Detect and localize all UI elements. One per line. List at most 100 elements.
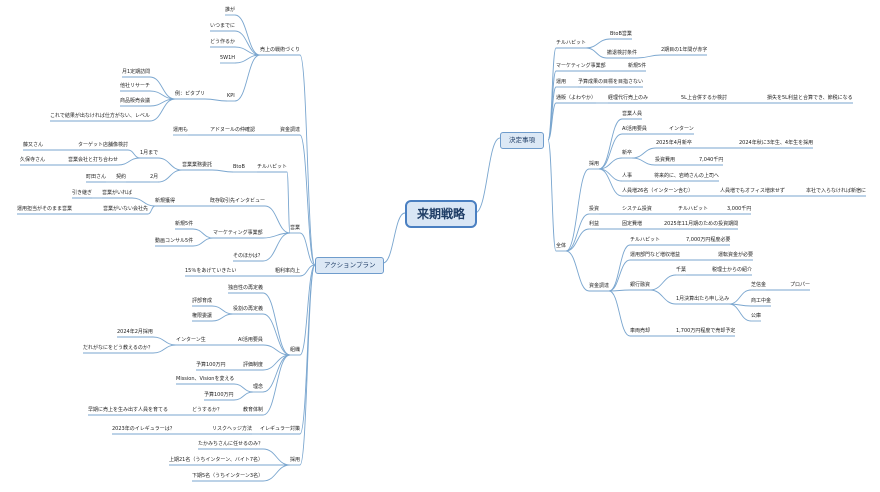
node-left-branch-children-4-children-4-children-1[interactable]: 予算100万円	[204, 392, 234, 398]
node-right-branch-children-4-children-0-children-4-children-0[interactable]: 人員増でもオフィス増床せず	[720, 188, 785, 194]
node-right-branch-children-4-children-3-children-2-children-1[interactable]: 1月決算出たら申し込み	[676, 296, 730, 302]
node-left-branch-children-0-children-0[interactable]: 誰が	[225, 7, 236, 13]
branch-decisions[interactable]: 決定事項	[500, 132, 544, 149]
branch-action-plan[interactable]: アクションプラン	[315, 257, 385, 274]
node-left-branch-children-2-children-1[interactable]: 既存取引先インタビュー	[210, 198, 266, 204]
node-right-branch-children-0-children-1[interactable]: 撤退検討条件	[607, 50, 638, 56]
node-left-branch-children-2-children-0[interactable]: チルハピット	[257, 164, 288, 170]
node-left-branch-children-0-children-4-children-0[interactable]: 例：ピタプリ	[175, 91, 206, 97]
node-right-branch-children-4-children-3-children-2-children-1-children-2[interactable]: 公庫	[751, 313, 762, 319]
node-right-branch-children-0[interactable]: チルハピット	[556, 40, 587, 46]
node-right-branch-children-3[interactable]: 通販（よわやか）	[556, 95, 597, 101]
node-left-branch-children-0-children-4[interactable]: KPI	[227, 93, 235, 99]
root-node-title[interactable]: 来期戦略	[405, 200, 478, 228]
node-left-branch-children-4-children-0[interactable]: 独自性の再定義	[228, 285, 264, 291]
node-right-branch-children-4-children-3-children-2-children-0[interactable]: 千葉	[676, 267, 687, 273]
node-left-branch-children-2-children-1-children-0-children-0-children-0[interactable]: 引き継ぎ	[72, 190, 93, 196]
node-left-branch-children-2-children-2[interactable]: マーケティング事業部	[213, 230, 263, 236]
node-right-branch-children-4-children-3[interactable]: 資金調達	[589, 283, 610, 289]
node-left-branch-children-4-children-1[interactable]: 役割の再定義	[233, 306, 264, 312]
node-right-branch-children-4-children-2-children-0-children-0[interactable]: 2025年11月期のための投資期間	[664, 221, 739, 227]
node-left-branch-children-4-children-5-children-0-children-0[interactable]: 早期に売上を生み出す人員を育てる	[88, 407, 169, 413]
node-left-branch-children-2-children-0-children-0-children-0[interactable]: 営業業務委託	[182, 162, 213, 168]
node-left-branch-children-0-children-3[interactable]: 5W1H	[220, 55, 236, 61]
node-left-branch-children-1-children-0-children-0[interactable]: 運用も	[173, 127, 189, 133]
node-right-branch-children-4-children-0-children-2-children-1[interactable]: 投資費用	[655, 157, 676, 163]
node-left-branch-children-3-children-0[interactable]: 15％をあげていきたい	[185, 268, 237, 274]
node-right-branch-children-4-children-0-children-3-children-0[interactable]: 将来的に、岩崎さんの上司へ	[654, 173, 719, 179]
node-left-branch-children-2-children-0-children-0-children-0-children-0-children-0-children-0[interactable]: 藤又さん	[23, 142, 44, 148]
node-right-branch-children-4-children-0-children-2-children-1-children-0[interactable]: 7,040千円	[699, 157, 724, 163]
node-left-branch-children-0-children-4-children-0-children-2[interactable]: 商品販売会議	[120, 98, 151, 104]
node-right-branch-children-4[interactable]: 全体	[556, 243, 567, 249]
node-left-branch-children-6-children-1[interactable]: 上期21名（うちインターン、バイト7名）	[169, 457, 263, 463]
node-left-branch-children-2-children-0-children-0[interactable]: BtoB	[233, 164, 245, 170]
node-right-branch-children-4-children-3-children-3[interactable]: 車両売却	[630, 328, 651, 334]
node-left-branch-children-4-children-2-children-0-children-0[interactable]: 2024年2月採用	[117, 329, 153, 335]
node-left-branch-children-2[interactable]: 営業	[290, 225, 301, 231]
node-left-branch-children-2-children-0-children-0-children-0-children-1-children-0[interactable]: 契約	[116, 174, 127, 180]
node-right-branch-children-4-children-1[interactable]: 投資	[589, 206, 600, 212]
node-left-branch-children-2-children-0-children-0-children-0-children-0-children-0[interactable]: ターゲット店舗像検討	[78, 142, 129, 148]
node-right-branch-children-4-children-3-children-1[interactable]: 運用部門など増収増益	[630, 252, 681, 258]
node-left-branch-children-4-children-3[interactable]: 評価制度	[243, 362, 264, 368]
node-left-branch-children-2-children-0-children-0-children-0-children-1[interactable]: 2月	[150, 174, 159, 180]
node-right-branch-children-1[interactable]: マーケティング事業部	[556, 63, 606, 69]
node-right-branch-children-4-children-0-children-1[interactable]: AI活用要員	[622, 126, 647, 132]
node-right-branch-children-4-children-3-children-2-children-0-children-0[interactable]: 税理士からの紹介	[712, 267, 753, 273]
node-left-branch-children-2-children-2-children-1[interactable]: 動画コンサル5件	[155, 238, 194, 244]
node-left-branch-children-2-children-1-children-0-children-0[interactable]: 営業がいれば	[102, 190, 133, 196]
node-right-branch-children-4-children-3-children-0[interactable]: チルハピット	[630, 237, 661, 243]
node-right-branch-children-3-children-0-children-0-children-0[interactable]: 損失を5L利益と合算でき、節税になる	[767, 95, 853, 101]
node-left-branch-children-6-children-0[interactable]: たかみちさんに任せるのみ？	[198, 441, 264, 447]
node-left-branch-children-4-children-4[interactable]: 理念	[253, 384, 264, 390]
node-right-branch-children-4-children-3-children-2-children-1-children-0-children-0[interactable]: プロパー	[790, 282, 811, 288]
node-left-branch-children-4-children-1-children-1[interactable]: 権限委譲	[192, 313, 213, 319]
node-right-branch-children-2[interactable]: 運用	[556, 79, 567, 85]
node-right-branch-children-4-children-3-children-1-children-0[interactable]: 運転資金が必要	[718, 252, 754, 258]
node-left-branch-children-0-children-1[interactable]: いつまでに	[210, 23, 236, 29]
node-left-branch-children-3[interactable]: 粗利率向上	[275, 268, 301, 274]
node-left-branch-children-0-children-2[interactable]: どう作るか	[210, 39, 236, 45]
node-left-branch-children-2-children-0-children-0-children-0-children-1-children-0-children-0[interactable]: 町田さん	[86, 174, 107, 180]
node-left-branch-children-4[interactable]: 組織	[290, 347, 301, 353]
node-left-branch-children-4-children-2-children-0-children-1[interactable]: だれがなにをどう教えるのか？	[83, 345, 153, 351]
node-left-branch-children-6[interactable]: 採用	[290, 457, 301, 463]
node-left-branch-children-0-children-4-children-0-children-0[interactable]: 月1定期訪問	[122, 69, 151, 75]
node-right-branch-children-4-children-0[interactable]: 採用	[589, 161, 600, 167]
node-right-branch-children-4-children-3-children-2[interactable]: 銀行融資	[630, 282, 651, 288]
node-right-branch-children-0-children-1-children-0[interactable]: 2期目の1年間が赤字	[661, 47, 708, 53]
node-right-branch-children-0-children-0[interactable]: BtoB営業	[610, 31, 632, 37]
node-right-branch-children-3-children-0-children-0[interactable]: 5L上合併するか検討	[681, 95, 727, 101]
node-right-branch-children-4-children-0-children-2-children-0[interactable]: 2025年4月新卒	[656, 140, 692, 146]
node-right-branch-children-4-children-2[interactable]: 利益	[589, 221, 600, 227]
node-right-branch-children-4-children-0-children-2-children-0-children-0[interactable]: 2024年秋に3年生、4年生を採用	[739, 140, 814, 146]
node-left-branch-children-2-children-1-children-0-children-1[interactable]: 営業がいない会社先	[103, 206, 149, 212]
node-right-branch-children-4-children-0-children-2[interactable]: 新卒	[622, 150, 633, 156]
node-left-branch-children-2-children-0-children-0-children-0-children-0-children-1[interactable]: 営業会社と打ち合わせ	[68, 157, 119, 163]
node-right-branch-children-4-children-3-children-0-children-0[interactable]: 7,000万円程度必要	[686, 237, 731, 243]
node-right-branch-children-4-children-1-children-0-children-0-children-0[interactable]: 3,000千円	[727, 206, 752, 212]
node-left-branch-children-4-children-5-children-0[interactable]: どうするか？	[192, 407, 223, 413]
node-left-branch-children-4-children-5[interactable]: 教育体制	[243, 407, 264, 413]
node-right-branch-children-4-children-0-children-3[interactable]: 人事	[622, 173, 633, 179]
node-left-branch-children-2-children-0-children-0-children-0-children-0[interactable]: 1月まで	[140, 150, 159, 156]
node-left-branch-children-0-children-4-children-0-children-3[interactable]: これで結果が出なければ仕方がない、レベル	[50, 113, 150, 119]
node-right-branch-children-4-children-0-children-1-children-0[interactable]: インターン	[669, 126, 694, 132]
node-right-branch-children-4-children-3-children-3-children-0[interactable]: 1,700万円程度で売却予定	[676, 328, 736, 334]
node-left-branch-children-4-children-2[interactable]: AI活用要員	[238, 337, 263, 343]
node-right-branch-children-1-children-0[interactable]: 新規5件	[628, 63, 647, 69]
node-left-branch-children-0-children-4-children-0-children-1[interactable]: 他社リサーチ	[120, 83, 151, 89]
node-left-branch-children-4-children-3-children-0[interactable]: 予算100万円	[196, 362, 226, 368]
node-right-branch-children-4-children-0-children-4[interactable]: 人員増26名（インターン含む）	[622, 188, 694, 194]
node-right-branch-children-4-children-1-children-0-children-0[interactable]: チルハピット	[678, 206, 709, 212]
node-right-branch-children-3-children-0[interactable]: 経理代行売上のみ	[608, 95, 649, 101]
node-left-branch-children-2-children-2-children-0[interactable]: 新規5件	[175, 221, 194, 227]
node-right-branch-children-4-children-0-children-0[interactable]: 営業人員	[622, 111, 643, 117]
node-right-branch-children-4-children-1-children-0[interactable]: システム投資	[622, 206, 652, 212]
node-right-branch-children-2-children-0[interactable]: 予算成果の目標を目指さない	[578, 79, 644, 85]
node-right-branch-children-4-children-0-children-4-children-0-children-0[interactable]: 本社で入らなければ新宿に	[806, 188, 867, 194]
node-left-branch-children-2-children-1-children-0[interactable]: 新規獲得	[155, 198, 176, 204]
node-left-branch-children-2-children-3[interactable]: そのほかは？	[233, 253, 263, 259]
node-left-branch-children-5[interactable]: イレギュラー対策	[260, 426, 301, 432]
